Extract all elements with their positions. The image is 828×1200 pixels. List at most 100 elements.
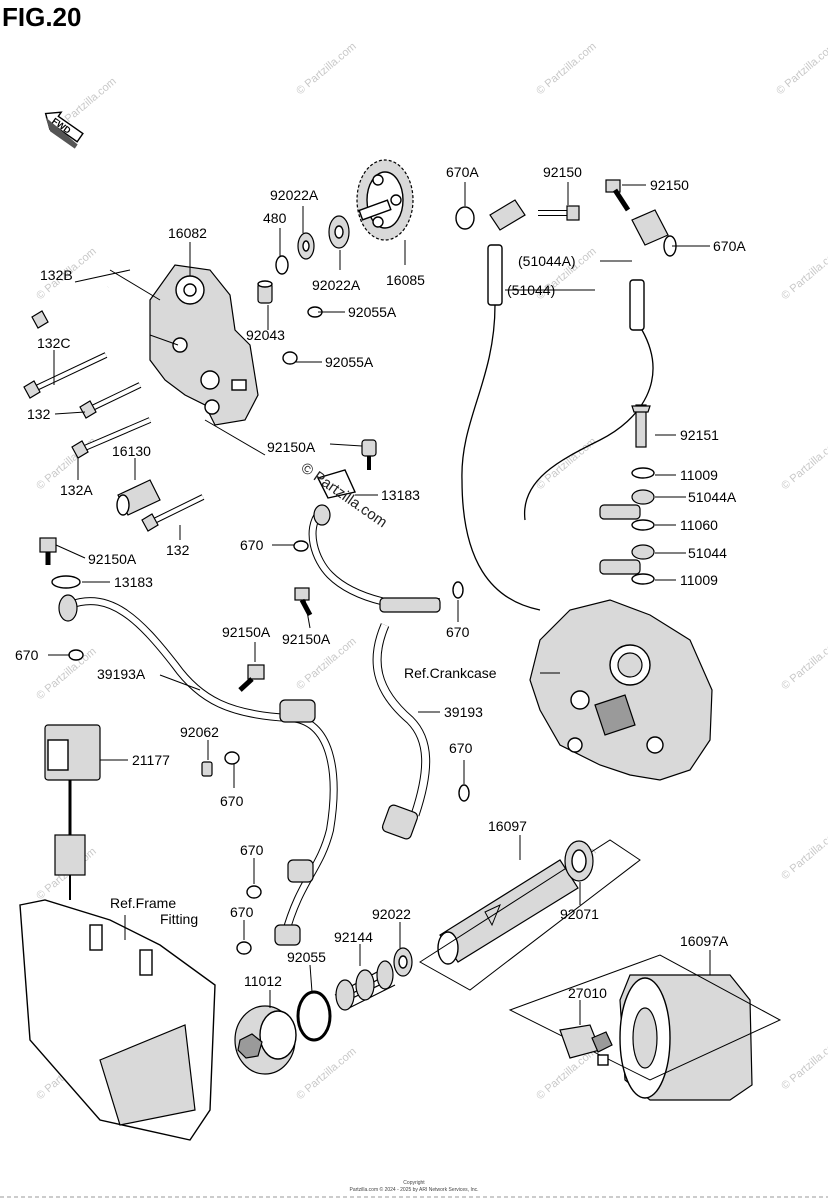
label-92150A-lower: 92150A [222, 624, 271, 640]
oil-pipe-assy [599, 404, 655, 585]
oring-670-mid [293, 540, 470, 802]
label-92150A-left: 92150A [88, 551, 137, 567]
cap-11012 [234, 1005, 297, 1075]
watermark: © Partzilla.com [294, 40, 358, 97]
watermark: © Partzilla.com [779, 245, 828, 302]
leader-lines [48, 182, 711, 1025]
label-92150A-13183: 92150A [267, 439, 316, 455]
label-670-lowA: 670 [449, 740, 473, 756]
watermark: © Partzilla.com [534, 1045, 598, 1102]
gear-16085 [356, 159, 414, 241]
filter-16097A [508, 954, 782, 1101]
watermark: © Partzilla.com [774, 40, 828, 97]
oil-pipe-39193 [308, 504, 441, 840]
label-13183-mid: 13183 [381, 487, 420, 503]
label-16097: 16097 [488, 818, 527, 834]
washer-92022 [393, 947, 413, 977]
watermark: © Partzilla.com [779, 1035, 828, 1092]
label-51044A: 51044A [688, 489, 737, 505]
label-480: 480 [263, 210, 287, 226]
bolt-92150-mid [538, 205, 580, 221]
watermark: © Partzilla.com [294, 1045, 358, 1102]
bolt-132C [23, 352, 108, 399]
label-670-lowC: 670 [240, 842, 264, 858]
label-92062: 92062 [180, 724, 219, 740]
label-132B: 132B [40, 267, 73, 283]
label-92055: 92055 [287, 949, 326, 965]
bolt-92150A-center [294, 587, 313, 617]
pin-92043 [257, 280, 273, 304]
ring-480 [275, 255, 289, 275]
bolt-92150A-left [39, 537, 84, 661]
plug-92062 [201, 761, 213, 777]
label-92055A-2: 92055A [325, 354, 374, 370]
label-92022A-top: 92022A [270, 187, 319, 203]
label-92022: 92022 [372, 906, 411, 922]
bolt-132B [31, 285, 109, 329]
frame-ref [19, 899, 216, 1141]
seal-92071 [564, 840, 594, 882]
banjo-fitting-left [461, 199, 541, 611]
label-92022A-low: 92022A [312, 277, 361, 293]
label-11009-b: 11009 [680, 572, 718, 588]
label-51044: 51044 [688, 545, 727, 561]
oring-92055 [296, 990, 332, 1042]
label-16082: 16082 [168, 225, 207, 241]
bolt-132-lower [141, 494, 205, 532]
label-16130: 16130 [112, 443, 151, 459]
oring-670A-top [455, 206, 475, 230]
label-51044-paren: (51044) [507, 282, 555, 298]
spring-92144 [334, 960, 396, 1011]
label-670A-top: 670A [446, 164, 479, 180]
label-16097A: 16097A [680, 933, 729, 949]
bolt-92150A-lower [238, 664, 265, 692]
figure-title: FIG.20 [2, 2, 82, 32]
label-27010: 27010 [568, 985, 607, 1001]
orings-670-lower [224, 751, 262, 955]
label-51044A-paren: (51044A) [518, 253, 576, 269]
watermark: © Partzilla.com [779, 635, 828, 692]
label-92071: 92071 [560, 906, 599, 922]
footer: Copyright Partzilla.com © 2024 - 2025 by… [349, 1180, 478, 1193]
watermark: © Partzilla.com [779, 435, 828, 492]
watermark: © Partzilla.com [534, 40, 598, 97]
label-670-right: 670 [446, 624, 470, 640]
watermark: © Partzilla.com [779, 825, 828, 882]
label-92043: 92043 [246, 327, 285, 343]
oring-92055A [282, 306, 323, 365]
label-92144: 92144 [334, 929, 373, 945]
part-labels: 670A 92150 92150 670A (51044A) (51044) 9… [15, 164, 746, 1001]
label-ref-crankcase: Ref.Crankcase [404, 665, 497, 681]
washer-92022A [297, 215, 350, 260]
footer-line2: Partzilla.com © 2024 - 2025 by ARI Netwo… [349, 1186, 478, 1193]
label-670-mid: 670 [240, 537, 264, 553]
label-132A: 132A [60, 482, 93, 498]
label-13183-left: 13183 [114, 574, 153, 590]
footer-line1: Copyright [403, 1180, 425, 1186]
label-670-lowB: 670 [220, 793, 244, 809]
label-39193A: 39193A [97, 666, 146, 682]
pipe-13183-upper [317, 439, 377, 499]
label-11012: 11012 [244, 973, 282, 989]
label-92150-mid: 92150 [543, 164, 582, 180]
watermark: © Partzilla.com [534, 435, 598, 492]
label-21177: 21177 [132, 752, 170, 768]
sleeve-16130 [116, 479, 161, 516]
label-11009-a: 11009 [680, 467, 718, 483]
switch-27010 [559, 1024, 613, 1066]
label-39193: 39193 [444, 704, 483, 720]
oil-pump-16082 [149, 264, 259, 426]
label-132-b: 132 [166, 542, 190, 558]
label-670A-right: 670A [713, 238, 746, 254]
filter-16097 [419, 839, 641, 991]
label-670-lowD: 670 [230, 904, 254, 920]
bolt-132A [71, 417, 152, 459]
label-92150A-center: 92150A [282, 631, 331, 647]
label-92150-right: 92150 [650, 177, 689, 193]
bolt-92150-right [605, 179, 631, 212]
crankcase-ref [529, 599, 713, 781]
sensor-21177 [44, 724, 101, 900]
label-ref-frame: Ref.Frame [110, 895, 176, 911]
label-92151: 92151 [680, 427, 719, 443]
